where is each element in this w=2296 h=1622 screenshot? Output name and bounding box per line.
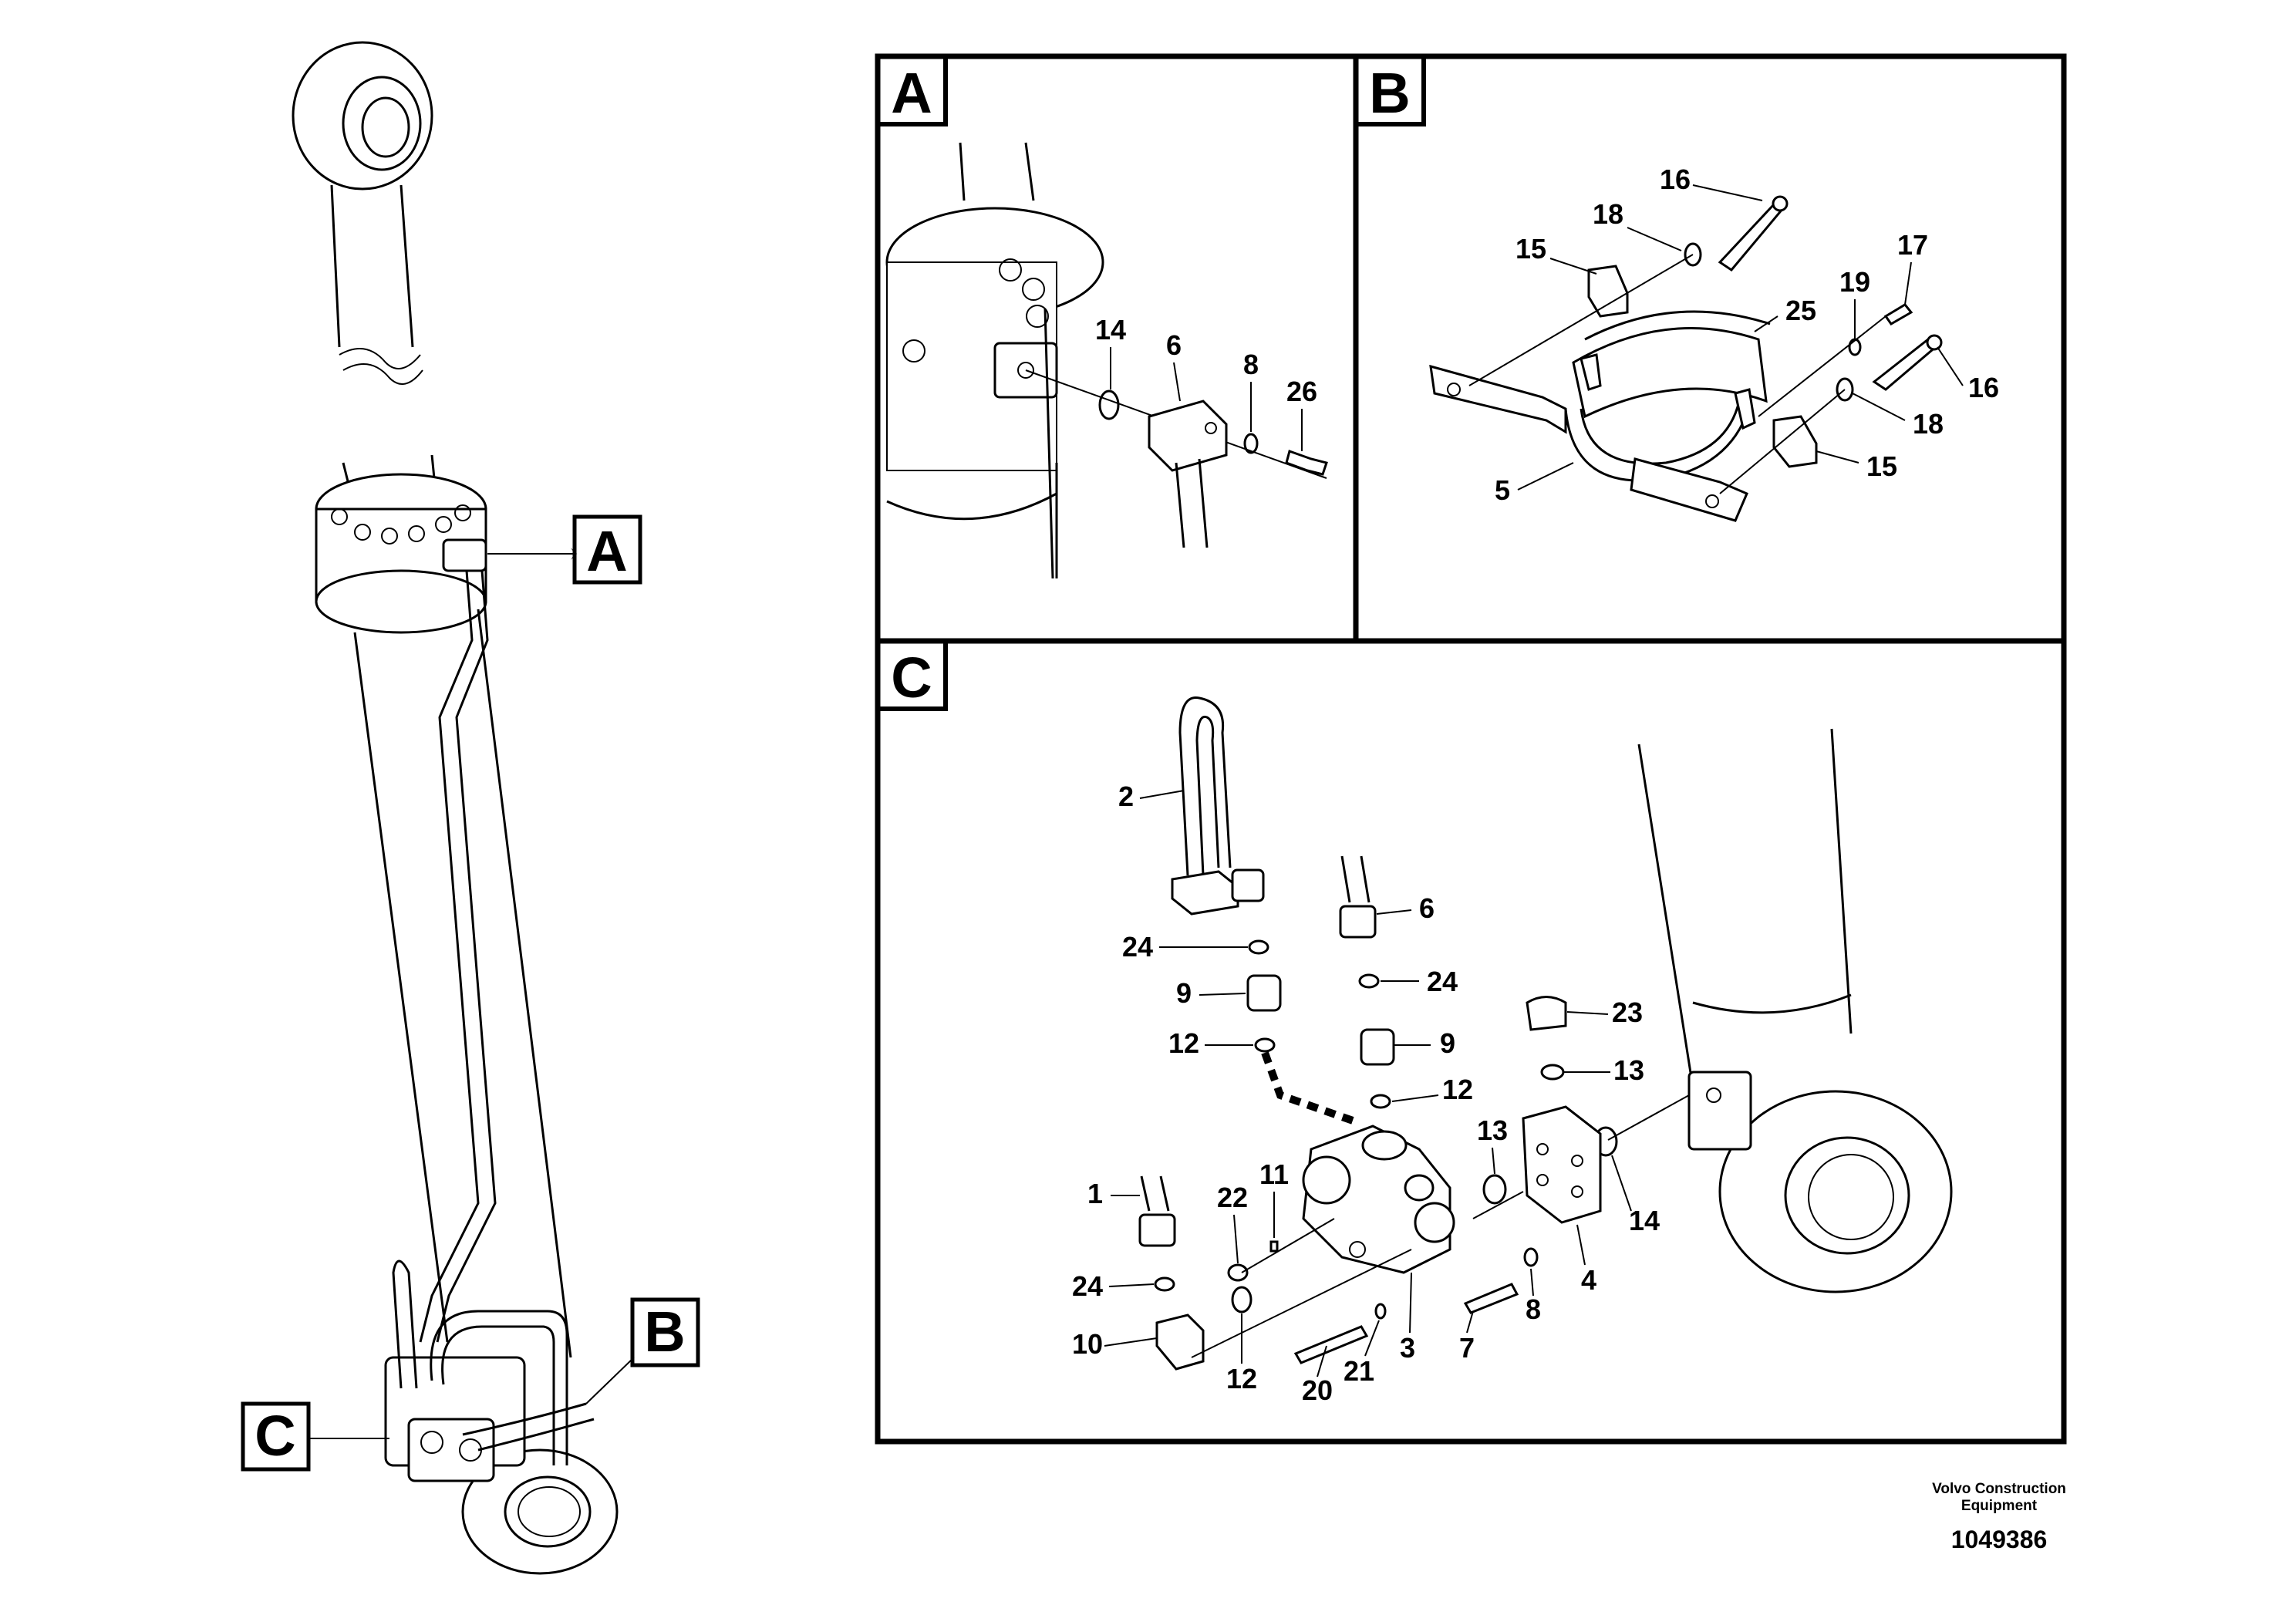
- panel-b-label-16-top: 16: [1660, 164, 1691, 195]
- panel-a-drawing: 14 6 8 26: [885, 142, 1328, 579]
- panel-b-label-18-top: 18: [1593, 198, 1623, 230]
- panel-b-label-19: 19: [1839, 266, 1870, 298]
- callout-c-letter: C: [255, 1404, 295, 1468]
- panel-a-label-6: 6: [1166, 329, 1182, 361]
- panel-c-label-21: 21: [1344, 1355, 1374, 1387]
- panel-c-label-6: 6: [1419, 892, 1435, 924]
- callout-b-letter: B: [644, 1300, 685, 1364]
- panel-b-title: B: [1369, 61, 1410, 125]
- panel-c-label-24-c: 24: [1072, 1270, 1103, 1302]
- panel-c-label-24-a: 24: [1122, 931, 1153, 963]
- panel-c-label-7: 7: [1459, 1332, 1475, 1364]
- piston-rod: [330, 184, 437, 494]
- hydraulic-tube: [419, 570, 480, 1343]
- panel-b-label-15-top: 15: [1515, 233, 1546, 265]
- panel-a-label-8: 8: [1243, 349, 1259, 380]
- panel-c-label-12-a: 12: [1168, 1027, 1199, 1059]
- panel-a-label-14: 14: [1095, 314, 1126, 346]
- cylinder-overview: [292, 41, 619, 1575]
- panel-b-label-25: 25: [1785, 295, 1816, 326]
- cylinder-head: [315, 473, 487, 634]
- document-number: 1049386: [1950, 1526, 2048, 1553]
- panel-c-label-3: 3: [1400, 1332, 1415, 1364]
- panel-b-label-18-bottom: 18: [1913, 408, 1944, 440]
- panel-c-label-22: 22: [1217, 1182, 1248, 1213]
- callout-a[interactable]: A: [487, 514, 642, 585]
- panel-c-title: C: [891, 646, 932, 710]
- callout-c[interactable]: C: [241, 1401, 389, 1472]
- company-name: Volvo Construction Equipment: [1883, 1481, 2115, 1515]
- panel-c-label-10: 10: [1072, 1328, 1103, 1360]
- detail-panels: A B C: [875, 53, 2067, 1445]
- panel-b-label-5: 5: [1495, 474, 1510, 506]
- panel-c-drawing: 2 6 24 24 9 9 12 12 23 13 13 14 1 22 11 …: [1072, 696, 1953, 1406]
- panel-c-label-1: 1: [1087, 1178, 1103, 1209]
- panel-c-label-4: 4: [1581, 1264, 1596, 1296]
- callout-b[interactable]: B: [585, 1297, 700, 1404]
- panel-b-label-15-bottom: 15: [1866, 450, 1897, 482]
- panel-c-label-24-b: 24: [1427, 966, 1458, 997]
- panel-b-label-17: 17: [1897, 229, 1928, 261]
- panel-c-label-2: 2: [1118, 781, 1134, 812]
- cylinder-barrel: [353, 609, 572, 1358]
- panel-c-label-12-c: 12: [1226, 1363, 1257, 1394]
- company-line-1: Volvo Construction: [1932, 1481, 2066, 1497]
- panel-c-label-9-a: 9: [1176, 977, 1192, 1009]
- panel-b-frame: [1353, 53, 2067, 644]
- panel-b-label-16-bottom: 16: [1968, 372, 1999, 403]
- panel-c-label-20: 20: [1302, 1374, 1333, 1406]
- panel-c-label-13-b: 13: [1477, 1114, 1508, 1146]
- panel-c-frame: [875, 638, 2067, 1445]
- clamp-ring: [462, 1402, 595, 1452]
- panel-c-label-13-a: 13: [1613, 1054, 1644, 1086]
- panel-a-title: A: [891, 61, 932, 125]
- panel-a-label-26: 26: [1286, 376, 1317, 407]
- rod-eye: [292, 41, 433, 191]
- base-eye: [461, 1448, 619, 1575]
- panel-c-label-12-b: 12: [1442, 1074, 1473, 1105]
- panel-b-drawing: 16 18 15 25 19 17 16 18 15 5: [1429, 164, 1999, 522]
- panel-c-label-9-b: 9: [1440, 1027, 1455, 1059]
- panel-c-label-11: 11: [1259, 1158, 1289, 1190]
- panel-c-label-8: 8: [1526, 1293, 1541, 1325]
- panel-c-label-23: 23: [1612, 996, 1643, 1028]
- company-line-2: Equipment: [1961, 1498, 2038, 1514]
- callout-a-letter: A: [586, 519, 627, 583]
- panel-c-label-14: 14: [1629, 1205, 1660, 1236]
- valve-cluster: [384, 1259, 568, 1482]
